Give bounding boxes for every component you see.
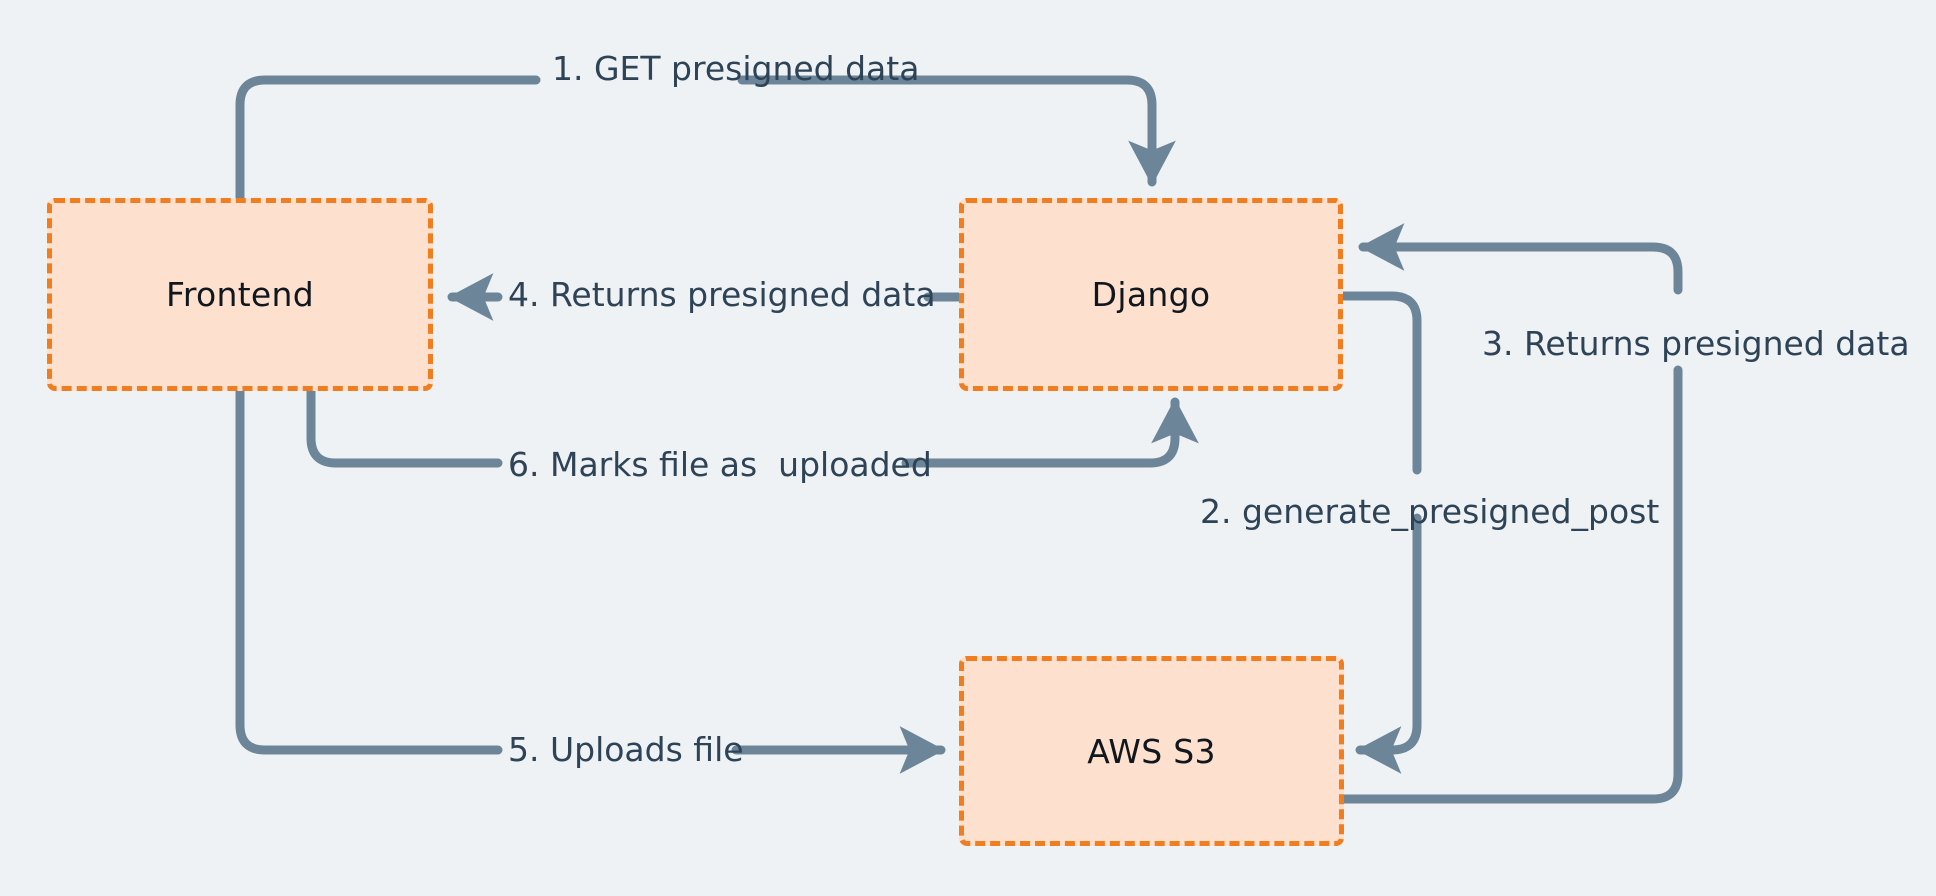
edge-label-1: 1. GET presigned data [552,49,920,88]
edge-path-1b [737,75,1176,187]
edge-path-2 [1338,291,1422,475]
edge-label-2: 2. generate_presigned_post [1200,492,1660,531]
edge-path-1 [235,75,541,203]
edge-path-2b [1355,513,1422,774]
node-django-label: Django [1091,275,1211,314]
node-frontend[interactable]: Frontend [47,198,433,391]
edge-label-4: 4. Returns presigned data [508,275,936,314]
node-aws-s3-label: AWS S3 [1087,731,1216,771]
node-frontend-label: Frontend [165,275,315,314]
edge-path-6b [901,397,1199,468]
edge-label-5: 5. Uploads file [508,730,744,769]
edge-path-5 [235,386,503,755]
edge-path-3b [1358,223,1683,295]
node-django[interactable]: Django [959,198,1343,391]
edge-path-6 [306,386,503,468]
edge-label-6: 6. Marks file as uploaded [508,445,932,484]
edge-path-3 [1339,365,1683,804]
edge-label-3: 3. Returns presigned data [1482,324,1910,363]
node-aws-s3[interactable]: AWS S3 [959,656,1344,846]
